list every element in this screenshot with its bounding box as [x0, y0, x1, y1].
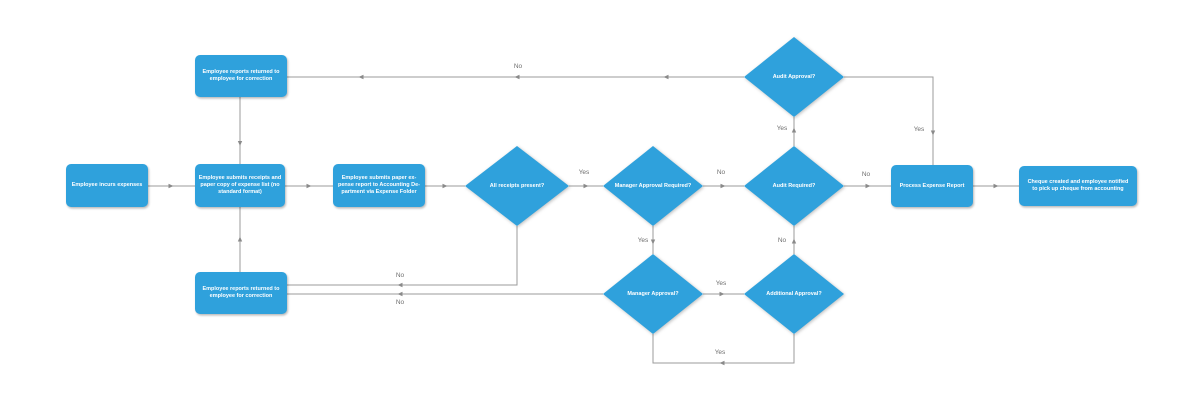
- node-submit-receipts: Employee submits receipts and paper copy…: [195, 164, 285, 207]
- diamond-shape: All receipts present?: [465, 146, 569, 226]
- edge-all-receipts-no-to-returned-bottom: [287, 226, 518, 288]
- edge-label-mgr-approval-yes: Yes: [715, 280, 727, 287]
- edge-audit-approval-no-to-returned-top: [287, 74, 744, 80]
- edge-submit-report-to-all-receipts: [425, 183, 465, 189]
- edge-audit-required-no-to-process-report: [844, 183, 891, 189]
- edge-label-audit-required-no: No: [861, 171, 871, 178]
- decision-label: All receipts present?: [489, 182, 545, 189]
- decision-audit-approval: Audit Approval?: [744, 37, 844, 117]
- decision-label: Audit Approval?: [772, 73, 816, 80]
- node-process-expense-report: Process Expense Report: [891, 165, 973, 207]
- edge-process-report-to-cheque: [973, 183, 1019, 189]
- diamond-shape: Manager Approval Required?: [603, 146, 703, 226]
- edge-label-mgr-required-yes: Yes: [637, 237, 649, 244]
- edge-label-audit-required-yes: Yes: [776, 125, 788, 132]
- edge-audit-approval-yes-to-process-report: [844, 76, 936, 165]
- edge-submit-receipts-to-submit-report: [285, 183, 333, 189]
- edge-incur-to-submit-receipts: [148, 183, 195, 189]
- decision-label: Additional Approval?: [766, 290, 822, 297]
- node-employee-incurs-expenses: Employee incurs expenses: [66, 164, 148, 207]
- edge-addl-approval-yes-to-mgr-approval: [652, 334, 795, 366]
- edge-all-receipts-yes-to-mgr-required: [569, 183, 603, 189]
- edge-label-all-receipts-no: No: [395, 272, 405, 279]
- edge-addl-approval-no-to-audit-required: [791, 226, 797, 254]
- edge-label-audit-approval-yes: Yes: [913, 126, 925, 133]
- node-cheque-created: Cheque created and employee notified to …: [1019, 166, 1137, 206]
- decision-additional-approval: Additional Approval?: [744, 254, 844, 334]
- node-reports-returned-top: Employee reports returned to employee fo…: [195, 55, 287, 97]
- node-reports-returned-bottom: Employee reports returned to employee fo…: [195, 272, 287, 314]
- decision-label: Manager Approval?: [627, 290, 679, 297]
- edge-label-mgr-approval-no: No: [395, 299, 405, 306]
- edge-label-audit-approval-no: No: [513, 63, 523, 70]
- edge-label-addl-approval-yes: Yes: [714, 349, 726, 356]
- diamond-shape: Manager Approval?: [603, 254, 703, 334]
- edge-mgr-approval-no-to-returned-bottom: [287, 291, 603, 297]
- diamond-shape: Audit Approval?: [744, 37, 844, 117]
- edge-mgr-required-yes-to-mgr-approval: [650, 226, 656, 254]
- edge-mgr-required-no-to-audit-required: [703, 183, 744, 189]
- node-submit-paper-report: Employee submits paper ex- pense report …: [333, 164, 425, 207]
- decision-manager-approval-required: Manager Approval Required?: [603, 146, 703, 226]
- edge-mgr-approval-yes-to-addl-approval: [703, 291, 744, 297]
- decision-label: Audit Required?: [772, 182, 816, 189]
- edge-returned-top-to-submit-receipts: [237, 97, 243, 164]
- decision-audit-required: Audit Required?: [744, 146, 844, 226]
- diamond-shape: Audit Required?: [744, 146, 844, 226]
- edge-label-addl-approval-no: No: [777, 237, 787, 244]
- edge-label-mgr-required-no: No: [716, 169, 726, 176]
- decision-all-receipts-present: All receipts present?: [465, 146, 569, 226]
- decision-manager-approval: Manager Approval?: [603, 254, 703, 334]
- edge-audit-required-yes-to-audit-approval: [791, 117, 797, 146]
- edge-label-all-receipts-yes: Yes: [578, 169, 590, 176]
- decision-label: Manager Approval Required?: [614, 182, 692, 189]
- diamond-shape: Additional Approval?: [744, 254, 844, 334]
- edge-returned-bottom-to-submit-receipts: [237, 207, 243, 272]
